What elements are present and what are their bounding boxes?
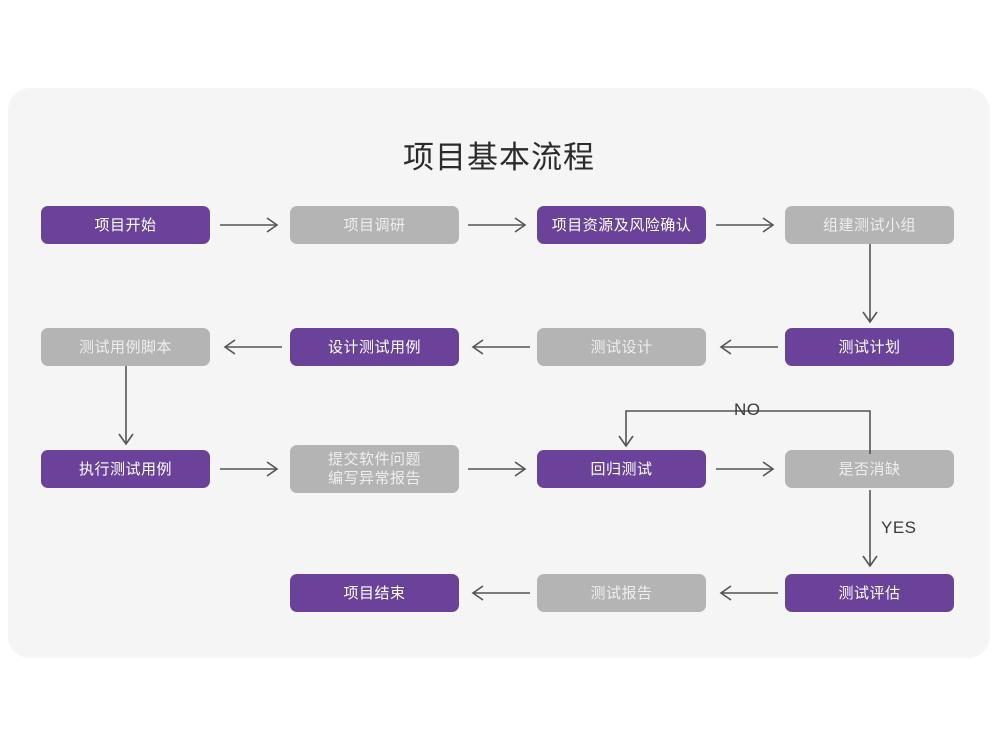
flow-node-test-plan[interactable]: 测试计划: [785, 328, 954, 366]
arrow-regression-to-check: [716, 459, 778, 479]
edge-label-yes: YES: [881, 518, 917, 537]
flow-node-testcase-script[interactable]: 测试用例脚本: [41, 328, 210, 366]
arrow-report-to-projectend: [468, 583, 530, 603]
edge-label-no: NO: [734, 400, 761, 419]
flow-node-build-test-team[interactable]: 组建测试小组: [785, 206, 954, 244]
arrow-resource-to-team: [716, 215, 778, 235]
flow-node-test-design[interactable]: 测试设计: [537, 328, 706, 366]
arrow-research-to-resource: [468, 215, 530, 235]
flowchart-panel: 项目基本流程 项目开始 项目调研 项目资源及风险确认 组建测试小组 测试用例脚本…: [8, 88, 990, 658]
flow-node-resource-risk[interactable]: 项目资源及风险确认: [537, 206, 706, 244]
flow-node-project-start[interactable]: 项目开始: [41, 206, 210, 244]
arrow-testplan-to-testdesign: [716, 337, 778, 357]
flow-node-project-end[interactable]: 项目结束: [290, 574, 459, 612]
page-title: 项目基本流程: [403, 140, 595, 175]
flow-node-execute-testcase[interactable]: 执行测试用例: [41, 450, 210, 488]
arrow-script-to-execute: [116, 366, 136, 450]
arrow-team-to-testplan: [860, 244, 880, 328]
arrow-start-to-research: [220, 215, 282, 235]
arrow-designcase-to-script: [220, 337, 282, 357]
arrow-execute-to-submit: [220, 459, 282, 479]
arrow-testdesign-to-designcase: [468, 337, 530, 357]
connector-no-loopback: [618, 408, 878, 454]
flow-node-submit-defect[interactable]: 提交软件问题 编写异常报告: [290, 445, 459, 493]
flow-node-design-testcase[interactable]: 设计测试用例: [290, 328, 459, 366]
flow-node-regression-test[interactable]: 回归测试: [537, 450, 706, 488]
arrow-yes-to-evaluation: [860, 490, 880, 572]
arrow-submit-to-regression: [468, 459, 530, 479]
flow-node-test-evaluation[interactable]: 测试评估: [785, 574, 954, 612]
arrow-evaluation-to-report: [716, 583, 778, 603]
flow-node-defect-resolved[interactable]: 是否消缺: [785, 450, 954, 488]
flow-node-test-report[interactable]: 测试报告: [537, 574, 706, 612]
flow-node-project-research[interactable]: 项目调研: [290, 206, 459, 244]
